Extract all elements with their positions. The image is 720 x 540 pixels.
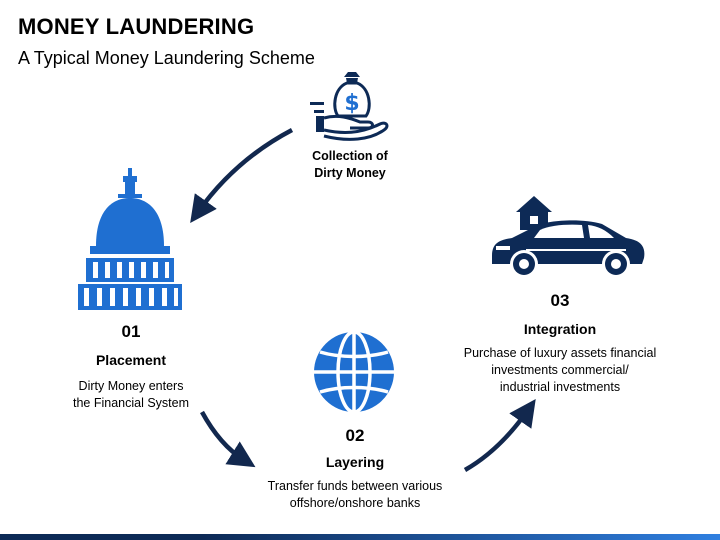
arrow-collection-to-placement [190, 128, 294, 223]
step-placement-desc-2: the Financial System [72, 396, 190, 410]
step-integration-desc-3: industrial investments [499, 380, 621, 394]
page-subtitle: A Typical Money Laundering Scheme [18, 48, 315, 68]
svg-text:$: $ [344, 91, 359, 116]
money-bag-hand-icon: $ [310, 72, 389, 141]
step-integration-desc-1: Purchase of luxury assets financial [463, 346, 657, 360]
step-integration-heading: Integration [523, 321, 597, 337]
page-title: MONEY LAUNDERING [18, 14, 255, 39]
step-layering-desc-1: Transfer funds between various [267, 479, 443, 493]
step-placement-number: 01 [121, 322, 141, 341]
arrow-placement-to-layering [200, 410, 256, 468]
collection-line-1: Collection of [312, 149, 388, 163]
arrow-layering-to-integration [463, 398, 536, 472]
step-integration-desc-2: investments commercial/ [491, 363, 629, 377]
collection-line-2: Dirty Money [314, 166, 386, 180]
bottom-accent-bar [0, 534, 720, 540]
step-integration: 03 Integration Purchase of luxury assets… [450, 291, 670, 396]
capitol-building-icon [78, 168, 182, 310]
step-layering-desc-2: offshore/onshore banks [289, 496, 421, 510]
step-placement-heading: Placement [95, 352, 167, 368]
globe-icon [314, 330, 394, 414]
step-placement: 01 Placement Dirty Money enters the Fina… [56, 322, 206, 412]
step-integration-number: 03 [550, 291, 570, 310]
step-layering-heading: Layering [325, 454, 385, 470]
collection-label: Collection of Dirty Money [290, 148, 410, 182]
house-car-icon [492, 196, 645, 278]
step-layering: 02 Layering Transfer funds between vario… [250, 426, 460, 512]
step-layering-number: 02 [345, 426, 365, 445]
step-placement-desc-1: Dirty Money enters [78, 379, 184, 393]
